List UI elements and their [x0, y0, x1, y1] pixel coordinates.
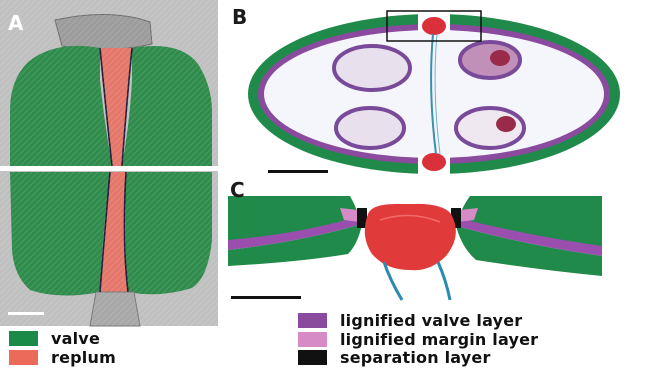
replum-top [422, 17, 446, 35]
legend-item-separation-layer: separation layer [298, 346, 491, 368]
legend-swatch [298, 313, 327, 328]
legend-swatch [298, 332, 327, 347]
legend-label: replum [51, 348, 116, 367]
legend-label: separation layer [340, 348, 491, 367]
seed-top-right [460, 42, 520, 78]
scale-bar-c [231, 296, 301, 299]
legend-label: valve [51, 329, 100, 348]
scale-bar-a [8, 312, 44, 315]
panel-a: A [0, 0, 218, 326]
legend-swatch [298, 350, 327, 365]
replum-bottom [422, 153, 446, 171]
legend-swatch [9, 350, 38, 365]
panel-label-b: B [232, 5, 247, 29]
legend-item-replum: replum [9, 346, 116, 368]
panel-c: C [226, 178, 646, 310]
panel-label-a: A [8, 11, 24, 35]
legend-label: lignified valve layer [340, 311, 522, 330]
seed-top-left [334, 46, 410, 90]
panel-b: B [226, 2, 646, 178]
seed-bottom-left [336, 108, 404, 148]
panel-label-c: C [230, 178, 245, 202]
legend-swatch [9, 331, 38, 346]
scale-bar-b [268, 170, 328, 173]
